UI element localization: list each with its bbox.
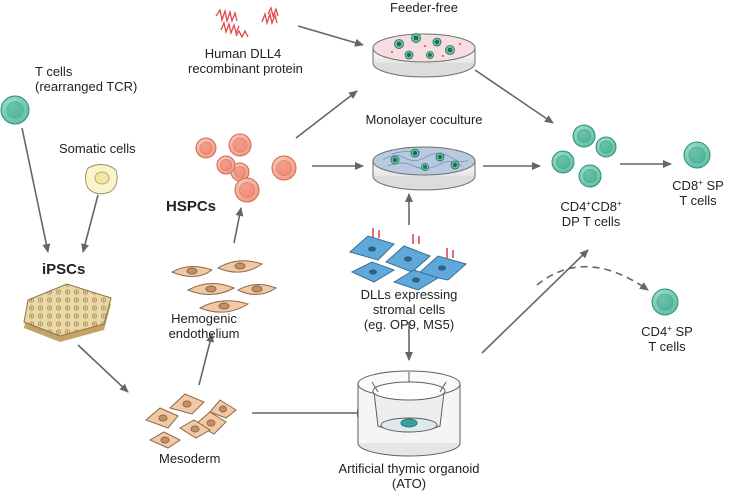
cd8-sp-tcell-icon [683,141,711,169]
tcells-label-line2: (rearranged TCR) [35,79,138,94]
cd4-sp-sup: + [667,324,672,333]
hemogenic-label-line1: Hemogenic [171,311,237,326]
cd8-sp-label: CD8+ SP T cells [663,178,733,208]
arrow-ato-to-dp [481,249,589,354]
dp-tcells-icon [551,124,617,188]
hemogenic-label: Hemogenic endothelium [154,311,254,341]
arrow-somatic-to-ipscs [81,194,99,253]
ato-insert-icon [357,370,461,457]
arrow-tcells-to-ipscs [21,127,51,253]
dp-cd4-text: CD4 [560,199,587,214]
feeder-free-dish-icon [372,33,476,78]
arrow-hspcs-to-feederfree [295,90,358,139]
stromal-label-line2: stromal cells [372,302,446,317]
stromal-label-line1: DLLs expressing [360,287,458,302]
ipscs-label: iPSCs [42,261,86,278]
feeder-free-label: Feeder-free [390,0,458,15]
cd4-sp-label: CD4+ SP T cells [629,324,705,354]
hspc-cells-icon [195,133,297,203]
monolayer-label: Monolayer coculture [365,112,483,127]
dp-tcells-label: CD4+CD8+ DP T cells [536,199,646,229]
cd4-sp-label-line2: T cells [648,339,686,354]
cd4-sp-marker: CD4 [641,324,668,339]
stromal-label-line3: (eg. OP9, MS5) [363,317,455,332]
dll4-protein-icon [215,6,279,39]
tcell-icon [0,95,30,125]
hspcs-label: HSPCs [166,198,217,215]
tcells-label: T cells (rearranged TCR) [35,64,137,94]
mesoderm-label: Mesoderm [159,451,221,466]
somatic-label: Somatic cells [59,141,136,156]
ato-label-line2: (ATO) [391,476,427,491]
dll4-label: Human DLL4 recombinant protein [188,46,303,76]
arrow-ipscs-to-mesoderm [77,344,129,393]
ipsc-colony-icon [23,283,112,342]
mesoderm-cells-icon [145,393,237,449]
somatic-cell-icon [85,164,118,195]
ato-label-line1: Artificial thymic organoid [338,461,480,476]
dp-tcells-label-line2: DP T cells [561,214,621,229]
cd4-sp-rest: SP [671,324,693,339]
dll4-label-line1: Human DLL4 [204,46,282,61]
cd8-sp-rest: SP [702,178,724,193]
stromal-cells-icon [348,228,468,291]
dll4-label-line2: recombinant protein [188,61,303,76]
hemogenic-endothelium-icon [170,260,278,313]
ato-label: Artificial thymic organoid (ATO) [326,461,492,491]
tcells-label-line1: T cells [35,64,73,79]
cd8-sp-label-line2: T cells [679,193,717,208]
dp-cd8-text: CD8 [591,199,618,214]
arrow-feederfree-to-dp [474,69,554,124]
cd8-sp-marker: CD8 [672,178,699,193]
arrow-mesoderm-to-hemogenic [198,333,214,386]
arrow-ato-to-cd4sp [536,265,649,291]
cd8-sp-label-line1: CD8+ SP [663,178,733,193]
monolayer-dish-icon [372,146,476,191]
cd8-sp-sup: + [698,178,703,187]
arrow-hemogenic-to-hspcs [233,207,244,244]
dp-cd4-sup: + [586,199,591,208]
hemogenic-label-line2: endothelium [168,326,240,341]
dp-cd8-sup: + [617,199,622,208]
arrow-dll4-to-feederfree [297,25,364,47]
cd4-sp-label-line1: CD4+ SP [629,324,705,339]
dp-tcells-label-line1: CD4+CD8+ [536,199,646,214]
stromal-label: DLLs expressing stromal cells (eg. OP9, … [339,287,479,332]
cd4-sp-tcell-icon [651,288,679,316]
